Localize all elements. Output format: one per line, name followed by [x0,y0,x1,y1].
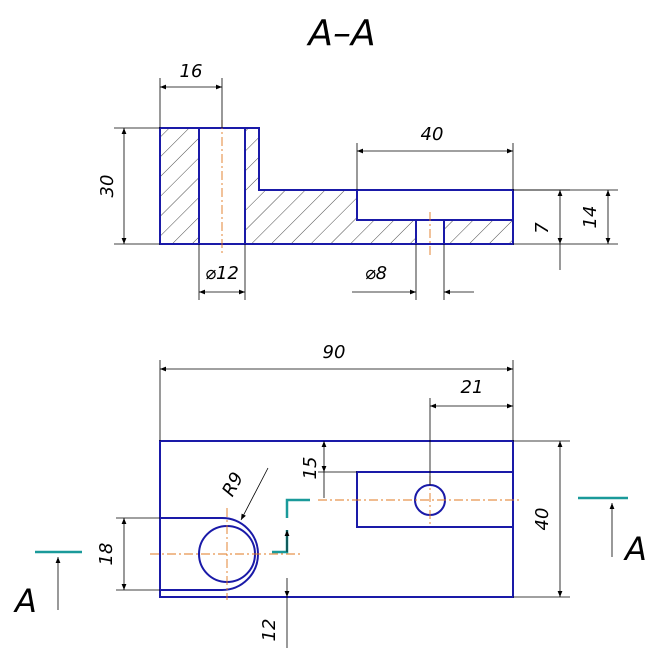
dim-top-width: 16 [180,61,203,82]
dim-cut-offset: 12 [259,619,280,642]
hatch-body [245,128,416,244]
dim-height: 30 [97,175,118,198]
dim-slot-offset: 15 [300,457,321,480]
section-letter-right: A [623,530,647,568]
dim-slot-depth: 7 [532,222,553,234]
slot-outline [356,471,513,528]
section-letter-left: A [13,582,37,620]
cut-line-center-lower [272,530,289,554]
hatch-right-floor [444,220,513,244]
dim-overall-length: 90 [323,342,346,363]
section-title: A–A [306,13,375,54]
dim-step-height: 14 [580,206,601,229]
dim-radius: R9 [218,469,248,500]
plan-view: A A 90 21 15 40 18 12 R9 [13,342,647,648]
dim-slot-length: 40 [421,124,444,145]
dim-overall-width: 40 [532,508,553,531]
dim-bore-diameter: ⌀12 [205,263,239,284]
section-slot-outline [356,190,513,221]
dim-boss-width: 18 [96,543,117,566]
dim-hole-diameter: ⌀8 [365,263,387,284]
section-view: 16 30 40 7 14 ⌀12 ⌀8 [97,61,618,300]
hatch-left-wall [160,128,199,244]
cut-line-center [285,498,310,518]
dim-hole-offset: 21 [461,377,484,398]
radius-leader [240,467,269,521]
